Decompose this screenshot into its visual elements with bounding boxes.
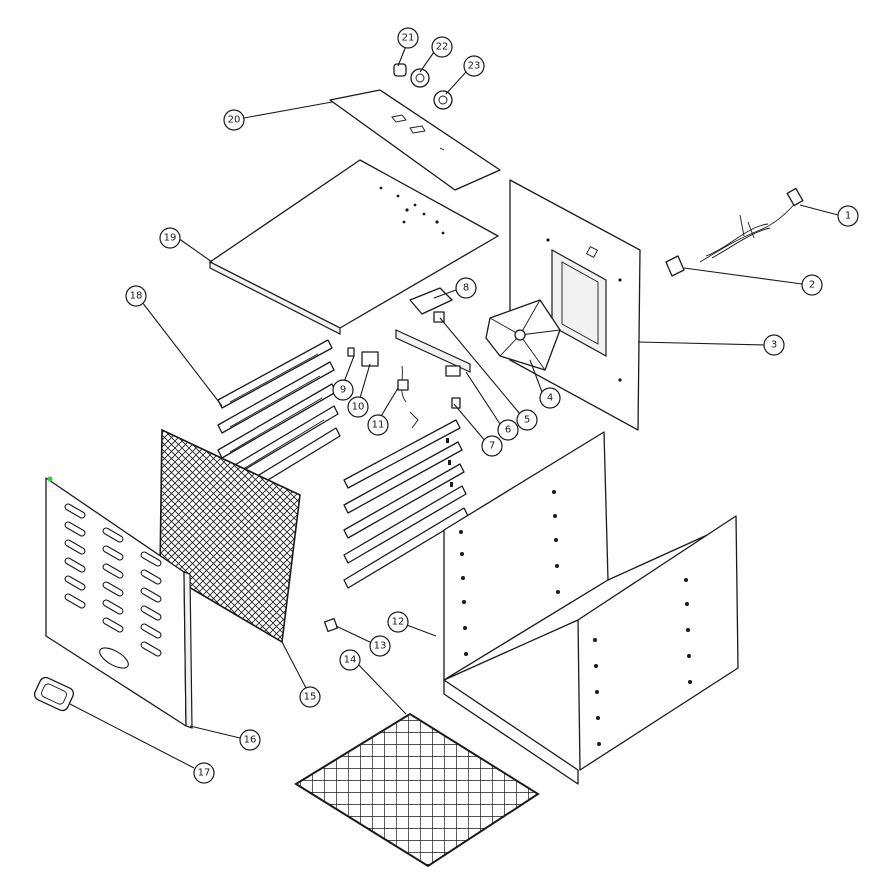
- callout-1: 1: [837, 205, 859, 227]
- control-knobs: [393, 63, 453, 110]
- svg-text:12: 12: [392, 617, 405, 628]
- svg-text:18: 18: [130, 291, 143, 302]
- svg-text:23: 23: [468, 61, 481, 72]
- callout-2: 2: [801, 274, 823, 296]
- callout-7: 7: [481, 435, 503, 457]
- callout-20: 20: [223, 109, 245, 131]
- top-panel: [209, 159, 499, 335]
- svg-text:22: 22: [436, 42, 449, 53]
- door-vents: [64, 503, 162, 669]
- callout-18: 18: [125, 285, 147, 307]
- callout-4: 4: [539, 387, 561, 409]
- svg-text:3: 3: [771, 340, 777, 351]
- callout-6: 6: [497, 419, 519, 441]
- svg-text:5: 5: [524, 415, 530, 426]
- callout-11: 11: [367, 414, 389, 436]
- right-shelf-rails: [343, 419, 469, 589]
- leader-lines: [69, 45, 839, 769]
- svg-text:6: 6: [505, 425, 511, 436]
- callout-23: 23: [463, 55, 485, 77]
- front-door: [45, 476, 193, 729]
- svg-text:17: 17: [198, 768, 211, 779]
- svg-text:21: 21: [402, 33, 415, 44]
- small-clip: [323, 617, 339, 633]
- svg-text:10: 10: [352, 402, 365, 413]
- callout-12: 12: [387, 611, 409, 633]
- callout-13: 13: [369, 635, 391, 657]
- svg-text:11: 11: [372, 420, 385, 431]
- callout-9: 9: [332, 379, 354, 401]
- svg-text:2: 2: [809, 280, 815, 291]
- svg-text:15: 15: [304, 692, 317, 703]
- callout-3: 3: [763, 334, 785, 356]
- power-cord: [699, 187, 804, 263]
- callout-14: 14: [339, 649, 361, 671]
- svg-text:1: 1: [845, 211, 851, 222]
- svg-text:9: 9: [340, 385, 346, 396]
- svg-text:4: 4: [547, 393, 553, 404]
- callout-22: 22: [431, 36, 453, 58]
- callout-19: 19: [159, 227, 181, 249]
- svg-text:8: 8: [463, 283, 469, 294]
- housing-holes: [459, 490, 692, 746]
- svg-text:13: 13: [374, 641, 387, 652]
- callout-15: 15: [299, 686, 321, 708]
- callout-10: 10: [347, 396, 369, 418]
- svg-text:20: 20: [228, 115, 241, 126]
- callout-16: 16: [239, 729, 261, 751]
- internal-components: [347, 287, 471, 429]
- door-handle: [33, 676, 75, 712]
- main-housing: [443, 431, 739, 785]
- fan-blade: [485, 299, 561, 371]
- callout-21: 21: [397, 27, 419, 49]
- callout-8: 8: [455, 277, 477, 299]
- bottom-grid-tray: [294, 712, 540, 868]
- svg-text:7: 7: [489, 441, 495, 452]
- switch-socket: [665, 255, 685, 277]
- top-cover-plate: [329, 89, 501, 191]
- svg-text:19: 19: [164, 233, 177, 244]
- svg-text:14: 14: [344, 655, 357, 666]
- callout-17: 17: [193, 762, 215, 784]
- callout-5: 5: [516, 409, 538, 431]
- svg-text:16: 16: [244, 735, 257, 746]
